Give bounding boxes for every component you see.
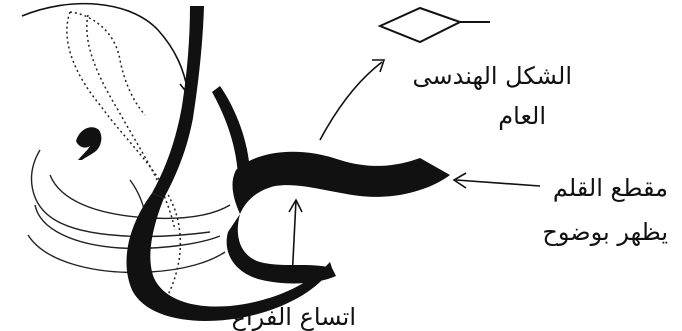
arrow-top-curve (22, 4, 195, 94)
label-geometric-shape-line2: العام (498, 102, 546, 130)
arrow-pen-cut (454, 173, 540, 188)
label-geometric-shape-line1: الشكل الهندسى (413, 62, 572, 90)
label-pen-cut-line2: يظهر بوضوح (542, 218, 668, 246)
diamond-shape (380, 8, 490, 42)
label-pen-cut-line1: مقطع القلم (553, 174, 668, 202)
label-void-width: اتساع الفراغ (232, 303, 356, 331)
arrow-to-diamond (320, 60, 384, 140)
dotted-guide-curves (67, 12, 180, 295)
letter-dot-mark (76, 127, 101, 160)
